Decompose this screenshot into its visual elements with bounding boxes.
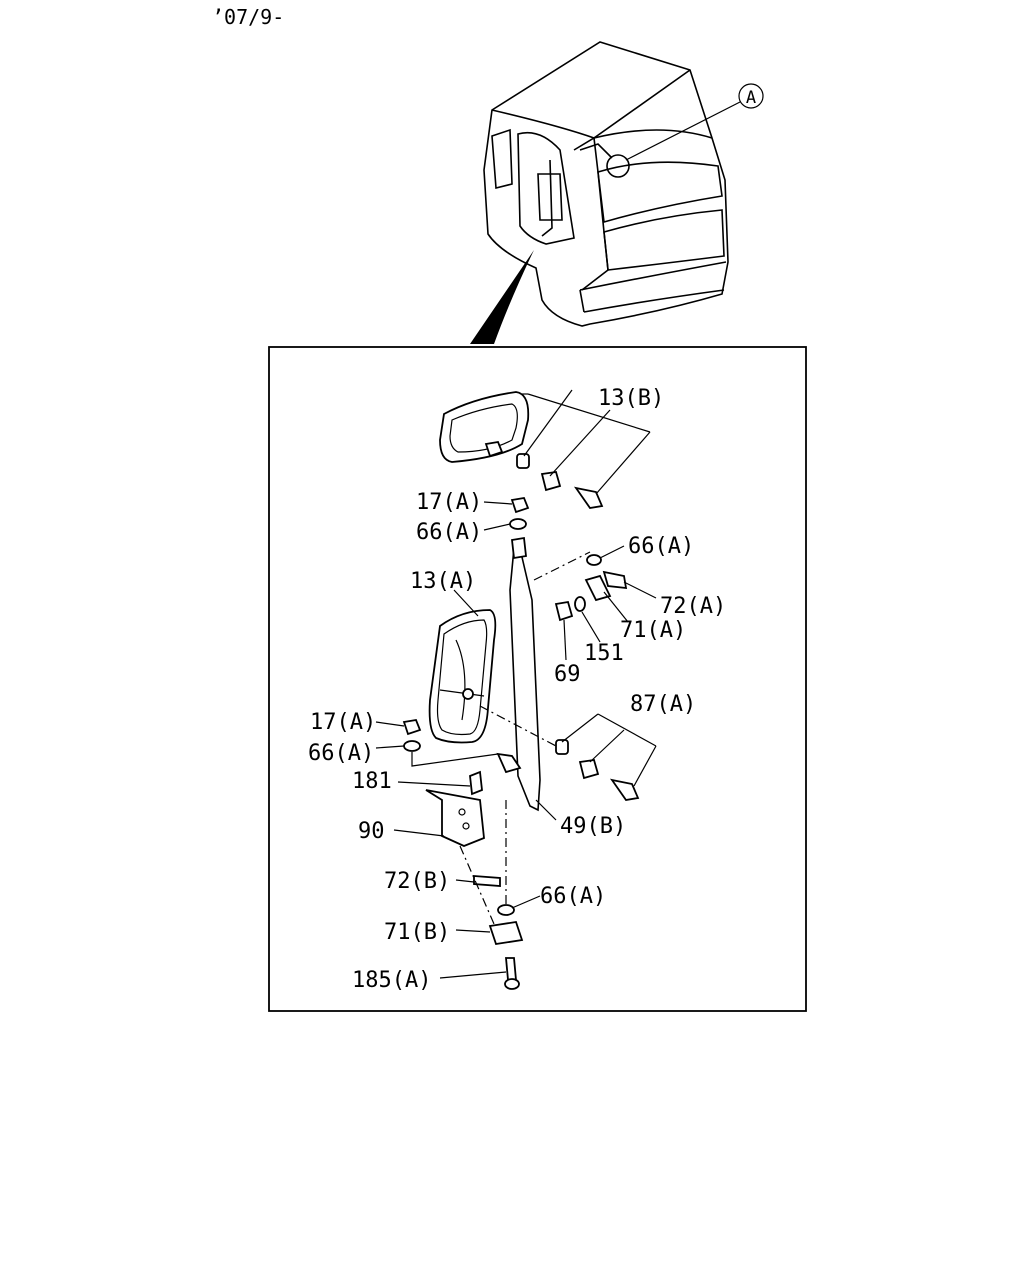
callout-151: 151 — [584, 641, 624, 666]
upper-mirror — [439, 389, 651, 509]
callout-66a-upper: 66(A) — [416, 520, 482, 545]
callout-66a-lower: 66(A) — [308, 741, 374, 766]
callout-49b: 49(B) — [560, 814, 626, 839]
callout-13a: 13(A) — [410, 569, 476, 594]
callout-181: 181 — [352, 769, 392, 794]
main-mirror — [428, 609, 497, 744]
mirror-stay — [496, 536, 541, 812]
callout-71a: 71(A) — [620, 618, 686, 643]
callout-71b: 71(B) — [384, 920, 450, 945]
callout-72a: 72(A) — [660, 594, 726, 619]
callout-66a-bottom: 66(A) — [540, 884, 606, 909]
callout-72b: 72(B) — [384, 869, 450, 894]
reference-a-label: A — [746, 88, 756, 108]
callout-90: 90 — [358, 819, 385, 844]
date-code: ’07/9- — [212, 5, 284, 29]
lower-nut-washer — [402, 718, 499, 767]
cab-illustration — [470, 41, 764, 344]
callout-69: 69 — [554, 662, 581, 687]
upper-nut-washer — [509, 496, 530, 530]
detail-frame — [268, 346, 807, 1012]
callout-17a-lower: 17(A) — [310, 710, 376, 735]
callout-17a-upper: 17(A) — [416, 490, 482, 515]
callout-13b: 13(B) — [598, 386, 664, 411]
kit-87 — [479, 705, 657, 801]
bracket-parts-upper — [533, 551, 628, 622]
callout-66a-right: 66(A) — [628, 534, 694, 559]
lower-brackets — [425, 770, 524, 990]
callout-185a: 185(A) — [352, 968, 431, 993]
callout-87a: 87(A) — [630, 692, 696, 717]
leader-lines — [375, 501, 657, 979]
